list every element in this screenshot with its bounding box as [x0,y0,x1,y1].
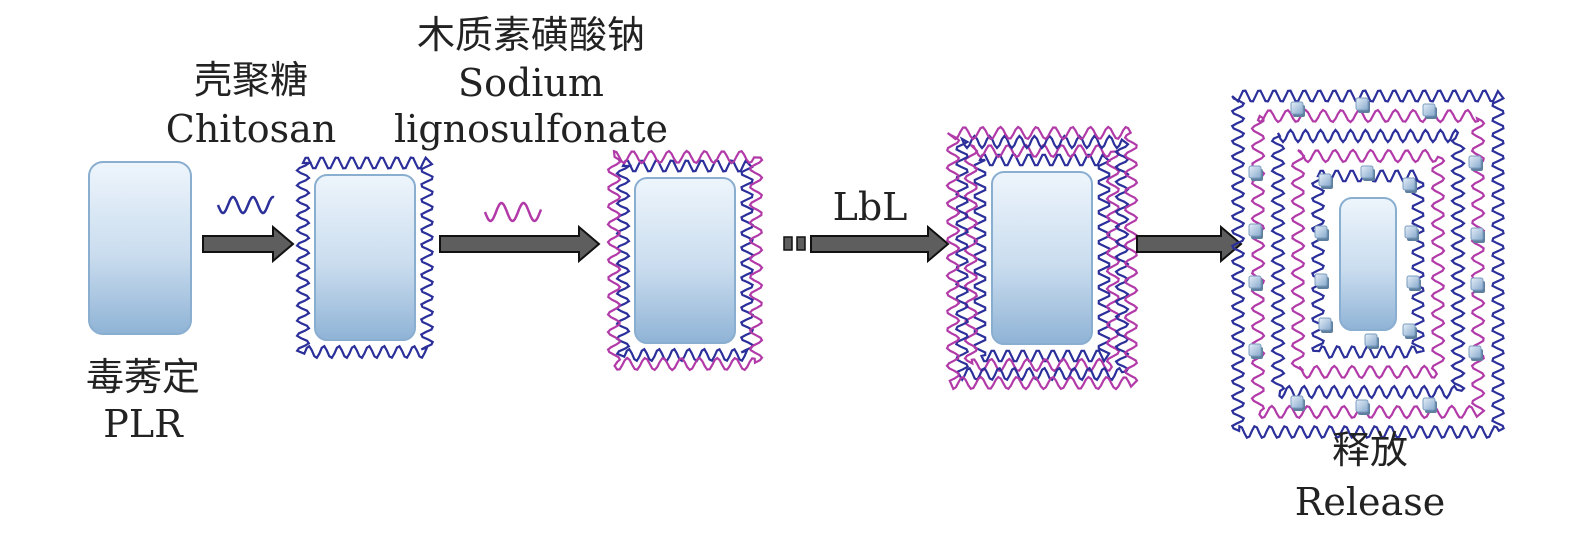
release-label-en: Release [1295,480,1445,524]
particle-icon [1402,177,1417,193]
particle-icon [1470,277,1485,293]
bilayer-coated-core [606,149,764,372]
chitosan-coated-core [295,155,435,360]
particle-icon [1318,173,1333,189]
particle-icon [1248,165,1263,181]
particle-icon [1248,343,1263,359]
particle-icon [1290,395,1305,411]
released-particles [1248,97,1485,415]
particle-icon [1248,223,1263,239]
plr-core [88,161,192,335]
particle-icon [1355,97,1370,113]
lignosulfonate-label-cn: 木质素磺酸钠 [417,13,645,57]
release-label-cn: 释放 [1332,428,1408,472]
arrow-icon-1 [202,224,295,264]
multilayer-coated-core [945,125,1139,391]
particle-icon [1422,397,1437,413]
chitosan-label-en: Chitosan [166,107,336,151]
arrow-icon-3 [810,224,950,264]
lignosulfonate-label-en-2: lignosulfonate [394,107,668,151]
particle-icon [1468,155,1483,171]
lignosulfonate-label-en-1: Sodium [458,61,604,105]
particle-icon [1364,333,1379,349]
particle-icon [1468,345,1483,361]
particle-icon [1248,275,1263,291]
particle-icon [1470,227,1485,243]
particle-icon [1314,225,1329,241]
plr-label-cn: 毒莠定 [86,355,200,399]
particle-icon [1402,323,1417,339]
particle-icon [1290,101,1305,117]
particle-icon [1318,317,1333,333]
arrow-icon-4 [1136,224,1243,264]
lbl-label: LbL [833,185,908,229]
arrow-icon-2 [439,224,601,264]
lignosulfonate-wave-icon [483,201,543,223]
particle-icon [1422,103,1437,119]
particle-icon [1355,399,1370,415]
particle-icon [1360,165,1375,181]
particle-icon [1406,275,1421,291]
release-coated-core [1230,88,1506,440]
particle-icon [1314,273,1329,289]
continuation-dashes [783,236,806,251]
plr-label-en: PLR [103,402,184,446]
chitosan-label-cn: 壳聚糖 [194,58,308,102]
chitosan-wave-icon [216,195,275,215]
particle-icon [1404,225,1419,241]
